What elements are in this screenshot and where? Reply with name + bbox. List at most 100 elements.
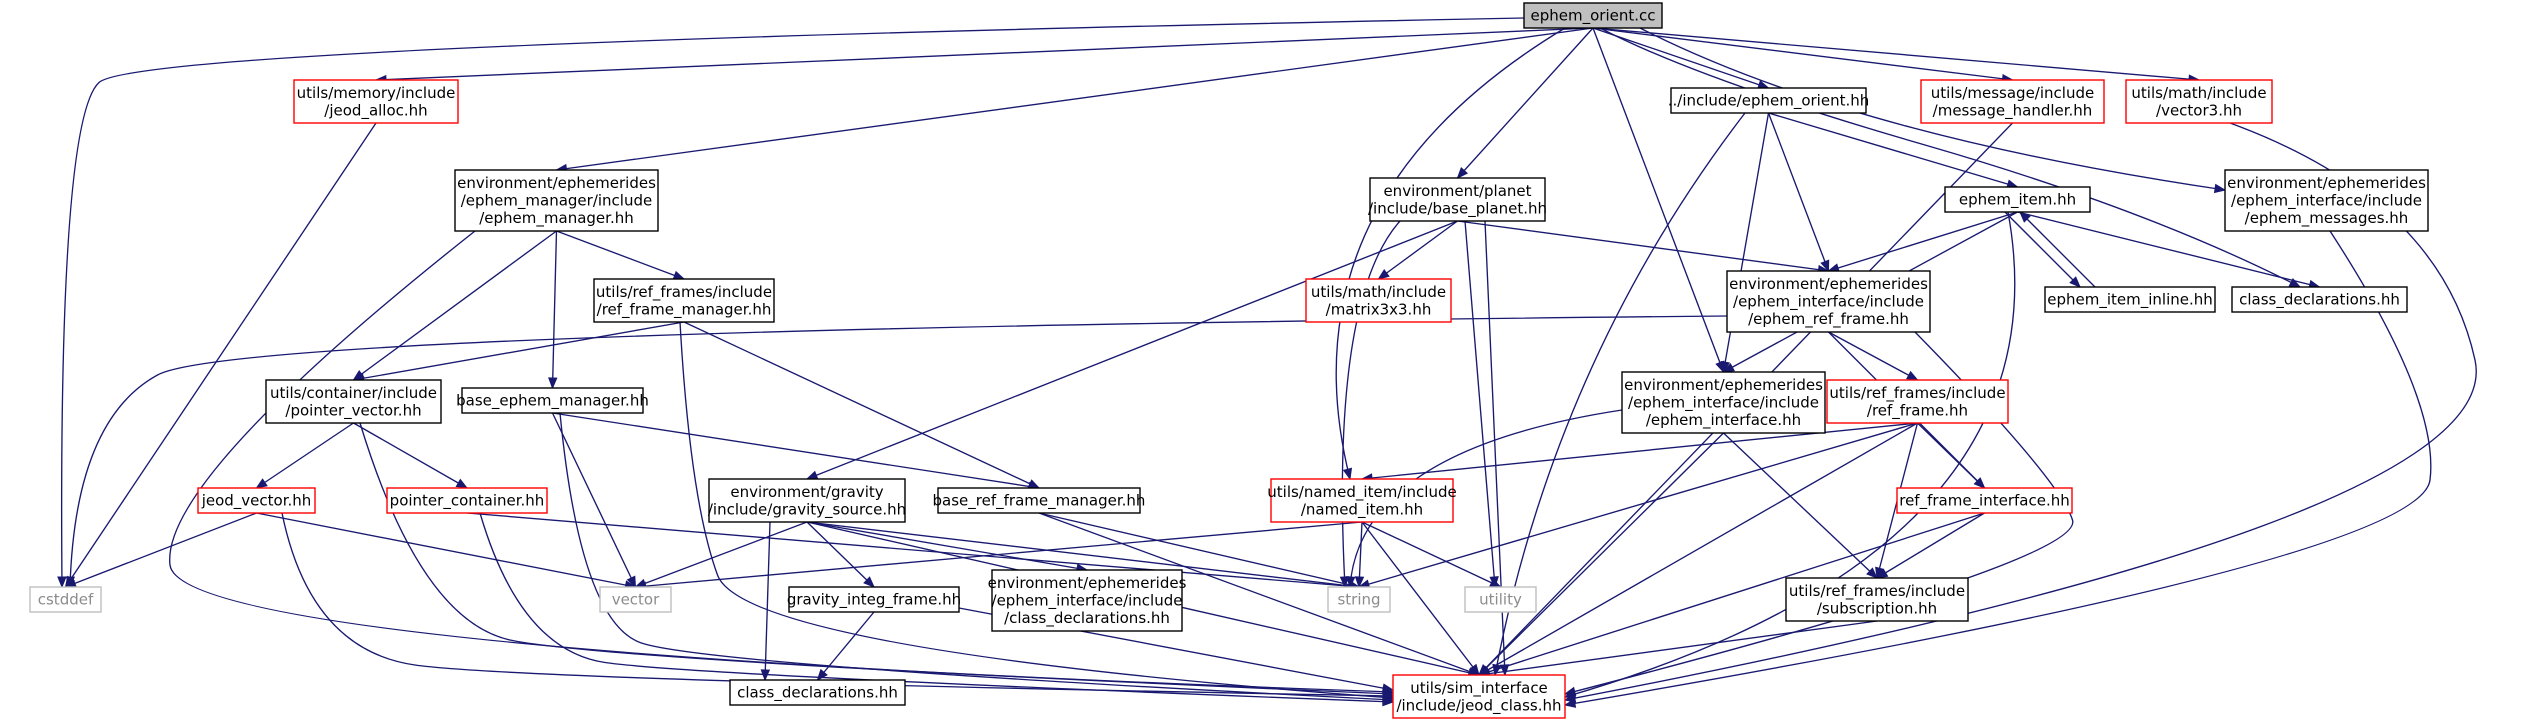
node-box	[937, 487, 1141, 514]
node-label-line: environment/ephemerides	[2227, 174, 2426, 192]
node-ephem_manager[interactable]: environment/ephemerides/ephem_manager/in…	[454, 169, 659, 232]
edge-line	[1358, 521, 1363, 588]
edge-arrowhead	[863, 576, 875, 588]
node-class_decl_bottom[interactable]: class_declarations.hh	[729, 679, 906, 706]
node-label-line: ephem_item_inline.hh	[2047, 291, 2213, 310]
node-ref_frame_interface[interactable]: ref_frame_interface.hh	[1896, 487, 2073, 514]
node-base_ref_frame_manager[interactable]: base_ref_frame_manager.hh	[933, 487, 1146, 514]
node-label-line: /ephem_manager/include	[461, 192, 652, 211]
edge-line	[1723, 432, 1878, 579]
node-box	[461, 387, 644, 414]
node-base_ephem_manager[interactable]: base_ephem_manager.hh	[456, 387, 649, 414]
node-inc_ephem_orient[interactable]: ../include/ephem_orient.hh	[1668, 87, 1870, 114]
edge-arrowhead	[57, 576, 67, 589]
node-label-line: /ephem_interface/include	[2231, 192, 2422, 211]
node-label-line: /ref_frame.hh	[1867, 401, 1968, 420]
edge-line	[359, 422, 1394, 695]
node-label-line: /jeod_alloc.hh	[324, 101, 427, 120]
node-box	[1920, 79, 2105, 124]
node-box	[265, 379, 442, 424]
node-label-line: /ephem_interface/include	[1628, 394, 1819, 413]
edge-ephem_ref_frame-to-ref_frame	[1828, 331, 1919, 381]
node-label-line: environment/ephemerides	[457, 174, 656, 192]
edge-base_ephem_manager-to-jeod_class	[559, 412, 1395, 705]
node-ephem_item[interactable]: ephem_item.hh	[1944, 186, 2091, 213]
node-label-line: /ephem_interface/include	[992, 592, 1183, 611]
node-label-line: ephem_item.hh	[1959, 191, 2076, 210]
node-pointer_vector[interactable]: utils/container/include/pointer_vector.h…	[265, 379, 442, 424]
node-pointer_container[interactable]: pointer_container.hh	[386, 487, 548, 514]
node-label-line: /ephem_interface/include	[1733, 293, 1924, 312]
node-label-line: class_declarations.hh	[2239, 291, 2400, 310]
node-ephem_orient_cc[interactable]: ephem_orient.cc	[1523, 2, 1663, 29]
node-ref_frame[interactable]: utils/ref_frames/include/ref_frame.hh	[1826, 379, 2009, 424]
node-label-line: /vector3.hh	[2156, 101, 2242, 119]
node-ephem_item_inline[interactable]: ephem_item_inline.hh	[2044, 286, 2216, 313]
node-box	[729, 679, 906, 706]
node-label-line: string	[1337, 591, 1380, 609]
edge-ephem_orient_cc-to-ephem_messages	[1639, 27, 2227, 194]
node-ephem_interface[interactable]: environment/ephemerides/ephem_interface/…	[1621, 371, 1826, 434]
node-vector: vector	[599, 586, 672, 613]
edge-line	[556, 27, 1594, 171]
edge-arrowhead	[1342, 467, 1353, 481]
edge-line	[683, 321, 1040, 489]
edge-arrowhead	[1563, 693, 1577, 703]
edge-arrowhead	[1339, 576, 1350, 589]
edge-ephem_interface-to-subscription	[1723, 432, 1878, 579]
edge-line	[1361, 521, 1480, 676]
edge-line	[551, 230, 558, 389]
node-label-line: utils/sim_interface	[1410, 679, 1548, 698]
node-cstddef: cstddef	[29, 586, 102, 613]
node-layer: ephem_orient.cc utils/memory/include/jeod…	[29, 2, 2429, 719]
edge-ephem_ref_frame-to-jeod_class	[1563, 331, 2074, 696]
node-box	[2224, 169, 2429, 232]
node-message_handler[interactable]: utils/message/include/message_handler.hh	[1920, 79, 2105, 124]
node-named_item[interactable]: utils/named_item/include/named_item.hh	[1267, 478, 1457, 523]
edge-arrowhead	[1875, 568, 1889, 579]
edge-gravity_source-to-gravity_integ_frame	[806, 521, 875, 588]
edge-line	[764, 521, 771, 681]
node-ref_frame_manager[interactable]: utils/ref_frames/include/ref_frame_manag…	[593, 278, 775, 323]
node-label-line: /message_handler.hh	[1933, 101, 2093, 120]
node-label-line: environment/ephemerides	[988, 574, 1187, 592]
edge-arrowhead	[1973, 477, 1986, 489]
node-jeod_alloc[interactable]: utils/memory/include/jeod_alloc.hh	[293, 79, 459, 124]
edge-line	[466, 512, 1360, 588]
node-matrix3x3[interactable]: utils/math/include/matrix3x3.hh	[1305, 278, 1452, 323]
node-subscription[interactable]: utils/ref_frames/include/subscription.hh	[1785, 577, 1969, 622]
node-jeod_class[interactable]: utils/sim_interface/include/jeod_class.h…	[1392, 674, 1566, 719]
edge-line	[1767, 112, 1830, 272]
edge-line	[1722, 112, 1770, 373]
node-jeod_vector[interactable]: jeod_vector.hh	[197, 487, 316, 514]
edge-line	[559, 412, 1394, 701]
node-vector3[interactable]: utils/math/include/vector3.hh	[2125, 79, 2273, 124]
node-label-line: /subscription.hh	[1817, 599, 1937, 617]
edge-arrowhead	[1720, 360, 1730, 374]
edge-line	[353, 230, 557, 381]
edge-named_item-to-utility	[1361, 521, 1502, 588]
node-label-line: utils/ref_frames/include	[1789, 582, 1965, 601]
node-box	[1621, 371, 1826, 434]
node-label-line: base_ref_frame_manager.hh	[933, 492, 1146, 511]
edge-line	[1478, 512, 1985, 676]
node-gravity_integ_frame[interactable]: gravity_integ_frame.hh	[787, 586, 961, 613]
node-class_decl_top[interactable]: class_declarations.hh	[2231, 286, 2408, 313]
edge-line	[69, 315, 1728, 588]
node-box	[788, 586, 960, 613]
node-box	[599, 586, 672, 613]
edge-line	[1456, 27, 1594, 179]
node-box	[2125, 79, 2273, 124]
node-base_planet[interactable]: environment/planet/include/base_planet.h…	[1368, 177, 1547, 222]
edge-line	[1599, 27, 2301, 288]
edge-base_planet-to-matrix3x3	[1377, 220, 1458, 280]
node-box	[1392, 674, 1566, 719]
edge-arrowhead	[805, 470, 819, 480]
edge-jeod_vector-to-jeod_class	[281, 512, 1395, 701]
node-gravity_source[interactable]: environment/gravity/include/gravity_sour…	[708, 478, 906, 523]
edge-line	[1478, 422, 1918, 676]
node-ephem_ref_frame[interactable]: environment/ephemerides/ephem_interface/…	[1726, 270, 1931, 333]
edge-line	[551, 412, 637, 588]
node-ephem_messages[interactable]: environment/ephemerides/ephem_interface/…	[2224, 169, 2429, 232]
node-class_decl_env[interactable]: environment/ephemerides/ephem_interface/…	[988, 569, 1187, 632]
